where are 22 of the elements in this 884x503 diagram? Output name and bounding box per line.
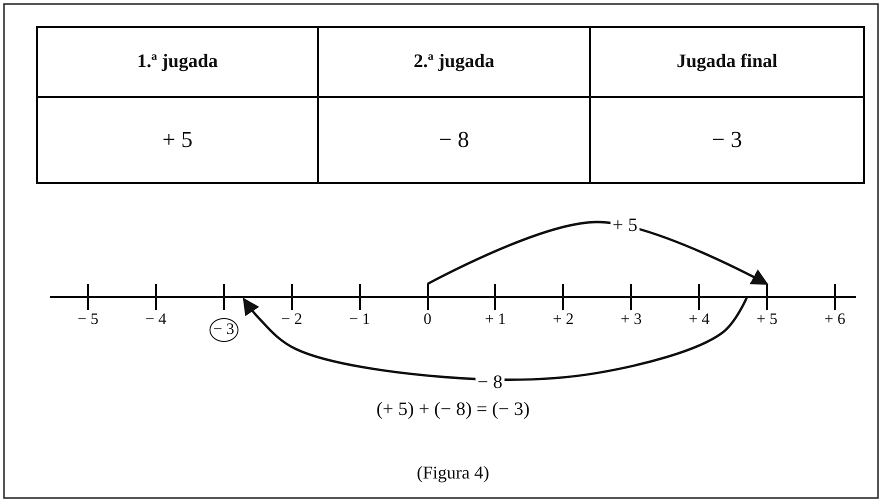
table-cell-text: + 5 bbox=[161, 126, 194, 154]
tick-label: − 4 bbox=[145, 311, 166, 329]
column-header: 1.ª jugada bbox=[136, 50, 219, 74]
column-header: Jugada final bbox=[676, 50, 778, 74]
figure-caption: (Figura 4) bbox=[416, 462, 490, 484]
arrow bbox=[426, 220, 768, 286]
tick-label: + 4 bbox=[688, 311, 710, 329]
arrow bbox=[242, 296, 748, 381]
circled-tick-label: − 3 bbox=[209, 318, 238, 342]
table-cell-text: − 3 bbox=[710, 126, 744, 154]
tick-label: − 2 bbox=[281, 311, 302, 329]
tick-label: + 1 bbox=[484, 311, 506, 329]
equation: (+ 5) + (− 8) = (− 3) bbox=[376, 399, 530, 421]
table-cell-text: − 8 bbox=[438, 126, 470, 154]
tick-label: + 2 bbox=[552, 311, 574, 329]
column-header: 2.ª jugada bbox=[412, 50, 496, 74]
tick-label: − 5 bbox=[77, 311, 99, 329]
tick-label: 0 bbox=[424, 311, 432, 329]
tick-label: + 6 bbox=[824, 311, 846, 329]
tick-label: + 5 bbox=[756, 311, 778, 329]
tick-label: − 1 bbox=[349, 311, 370, 329]
tick-label: + 3 bbox=[620, 311, 642, 329]
